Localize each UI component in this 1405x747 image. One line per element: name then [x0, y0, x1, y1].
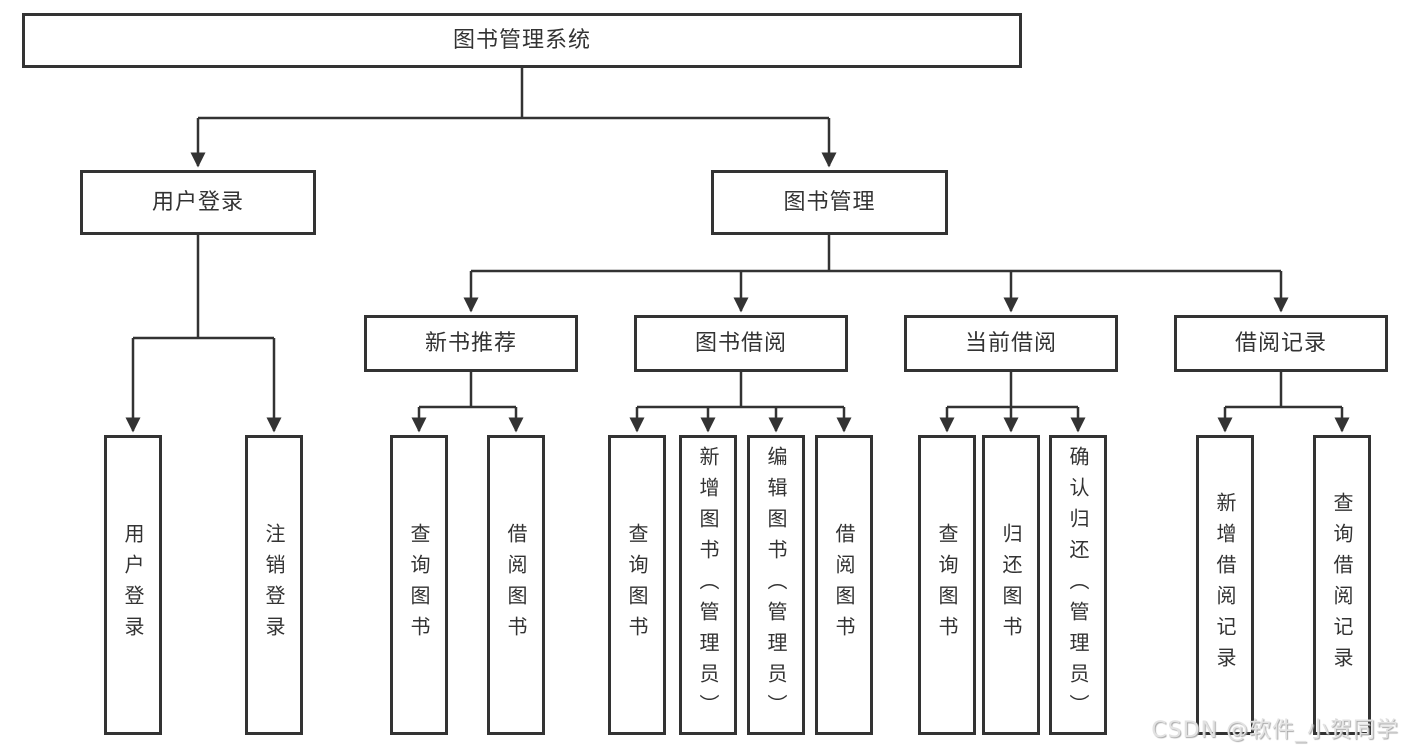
leaf-borrow-borrow-book: 借阅图书: [815, 435, 873, 735]
leaf-recommend-borrow-book: 借阅图书: [487, 435, 545, 735]
node-book-borrow: 图书借阅: [634, 315, 848, 372]
leaf-borrow-add-book-admin: 新增图书（管理员）: [679, 435, 737, 735]
node-book-management: 图书管理: [711, 170, 948, 235]
leaf-current-confirm-return-admin: 确认归还（管理员）: [1049, 435, 1107, 735]
leaf-borrow-query-book: 查询图书: [608, 435, 666, 735]
leaf-logout-login: 注销登录: [245, 435, 303, 735]
node-borrow-records: 借阅记录: [1174, 315, 1388, 372]
watermark-text: CSDN @软件_小贺同学: [1151, 718, 1399, 743]
node-library-system: 图书管理系统: [22, 13, 1022, 68]
leaf-user-login: 用户登录: [104, 435, 162, 735]
leaf-borrow-edit-book-admin: 编辑图书（管理员）: [747, 435, 805, 735]
leaf-records-query-record: 查询借阅记录: [1313, 435, 1371, 735]
node-new-book-recommend: 新书推荐: [364, 315, 578, 372]
leaf-current-query-book: 查询图书: [918, 435, 976, 735]
connector-skeleton: [133, 68, 1342, 409]
leaf-recommend-query-book: 查询图书: [390, 435, 448, 735]
node-current-borrow: 当前借阅: [904, 315, 1118, 372]
node-user-login: 用户登录: [80, 170, 316, 235]
leaf-records-add-record: 新增借阅记录: [1196, 435, 1254, 735]
leaf-current-return-book: 归还图书: [982, 435, 1040, 735]
